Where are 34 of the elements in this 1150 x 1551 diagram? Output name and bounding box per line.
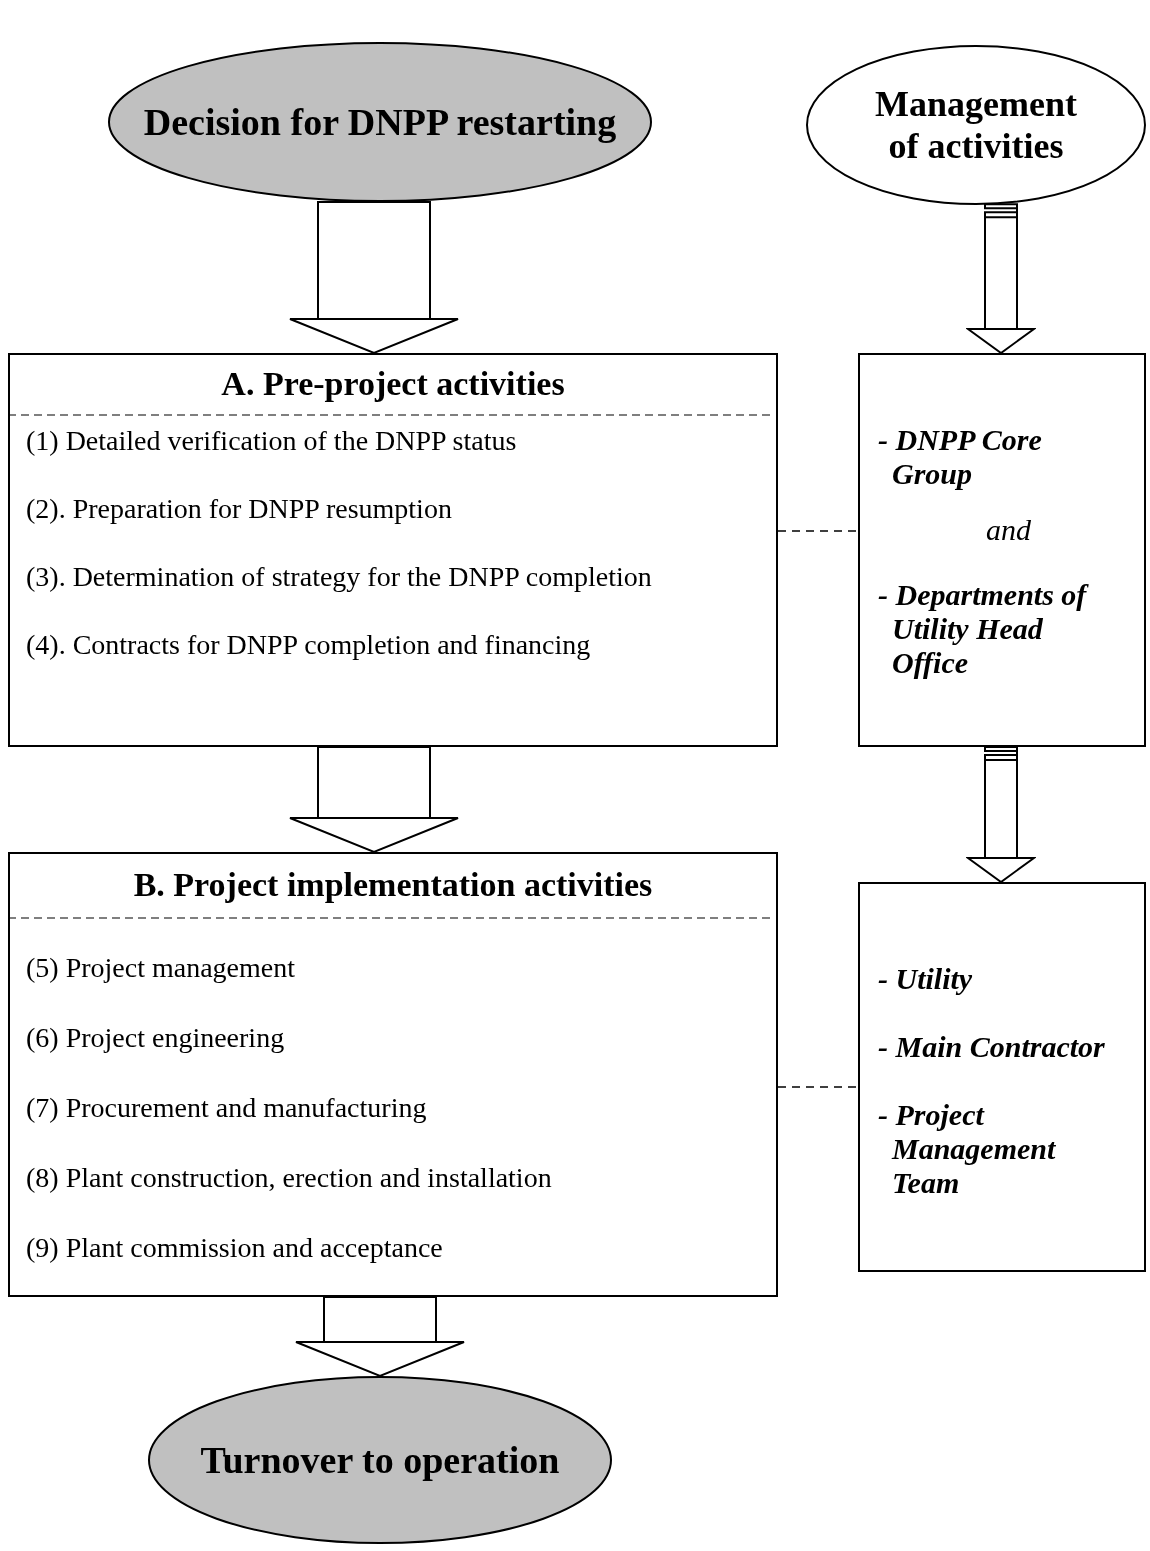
block-arrow — [289, 746, 459, 853]
ellipse-label: Management of activities — [874, 83, 1078, 167]
activity-item: (7) Procurement and manufacturing — [26, 1092, 427, 1124]
activity-item: (5) Project management — [26, 952, 295, 984]
activity-box — [8, 353, 778, 747]
participant-text: - DNPP Core Group — [878, 423, 1043, 491]
block-arrow — [295, 1296, 465, 1377]
ellipse-label: Turnover to operation — [199, 1438, 561, 1482]
block-arrow — [967, 203, 1035, 354]
participants-box — [858, 882, 1146, 1272]
block-arrow — [967, 746, 1035, 883]
activity-item: (2). Preparation for DNPP resumption — [26, 493, 452, 525]
activity-item: (1) Detailed verification of the DNPP status — [26, 425, 517, 457]
participant-text: - Project Management Team — [878, 1098, 1057, 1200]
participant-text: - Departments of Utility Head Office — [878, 578, 1090, 680]
block-arrow — [289, 201, 459, 354]
terminal-ellipse — [806, 45, 1146, 205]
activity-item: (8) Plant construction, erection and installation — [26, 1162, 552, 1194]
terminal-ellipse — [108, 42, 652, 202]
terminal-ellipse — [148, 1376, 612, 1544]
connector-line — [777, 1086, 859, 1088]
participants-box — [858, 353, 1146, 747]
section-heading: A. Pre-project activities — [220, 365, 566, 403]
activity-box — [8, 852, 778, 1297]
activity-item: (9) Plant commission and acceptance — [26, 1232, 443, 1264]
activity-item: (4). Contracts for DNPP completion and financing — [26, 629, 591, 661]
participant-text: - Utility — [878, 962, 974, 996]
ellipse-label: Decision for DNPP restarting — [142, 100, 618, 144]
activity-item: (6) Project engineering — [26, 1022, 285, 1054]
section-heading: B. Project implementation activities — [132, 866, 654, 904]
connector-line — [777, 530, 859, 532]
participant-text: and — [986, 513, 1032, 547]
participant-text: - Main Contractor — [878, 1030, 1106, 1064]
activity-item: (3). Determination of strategy for the DNPP completion — [26, 561, 652, 593]
